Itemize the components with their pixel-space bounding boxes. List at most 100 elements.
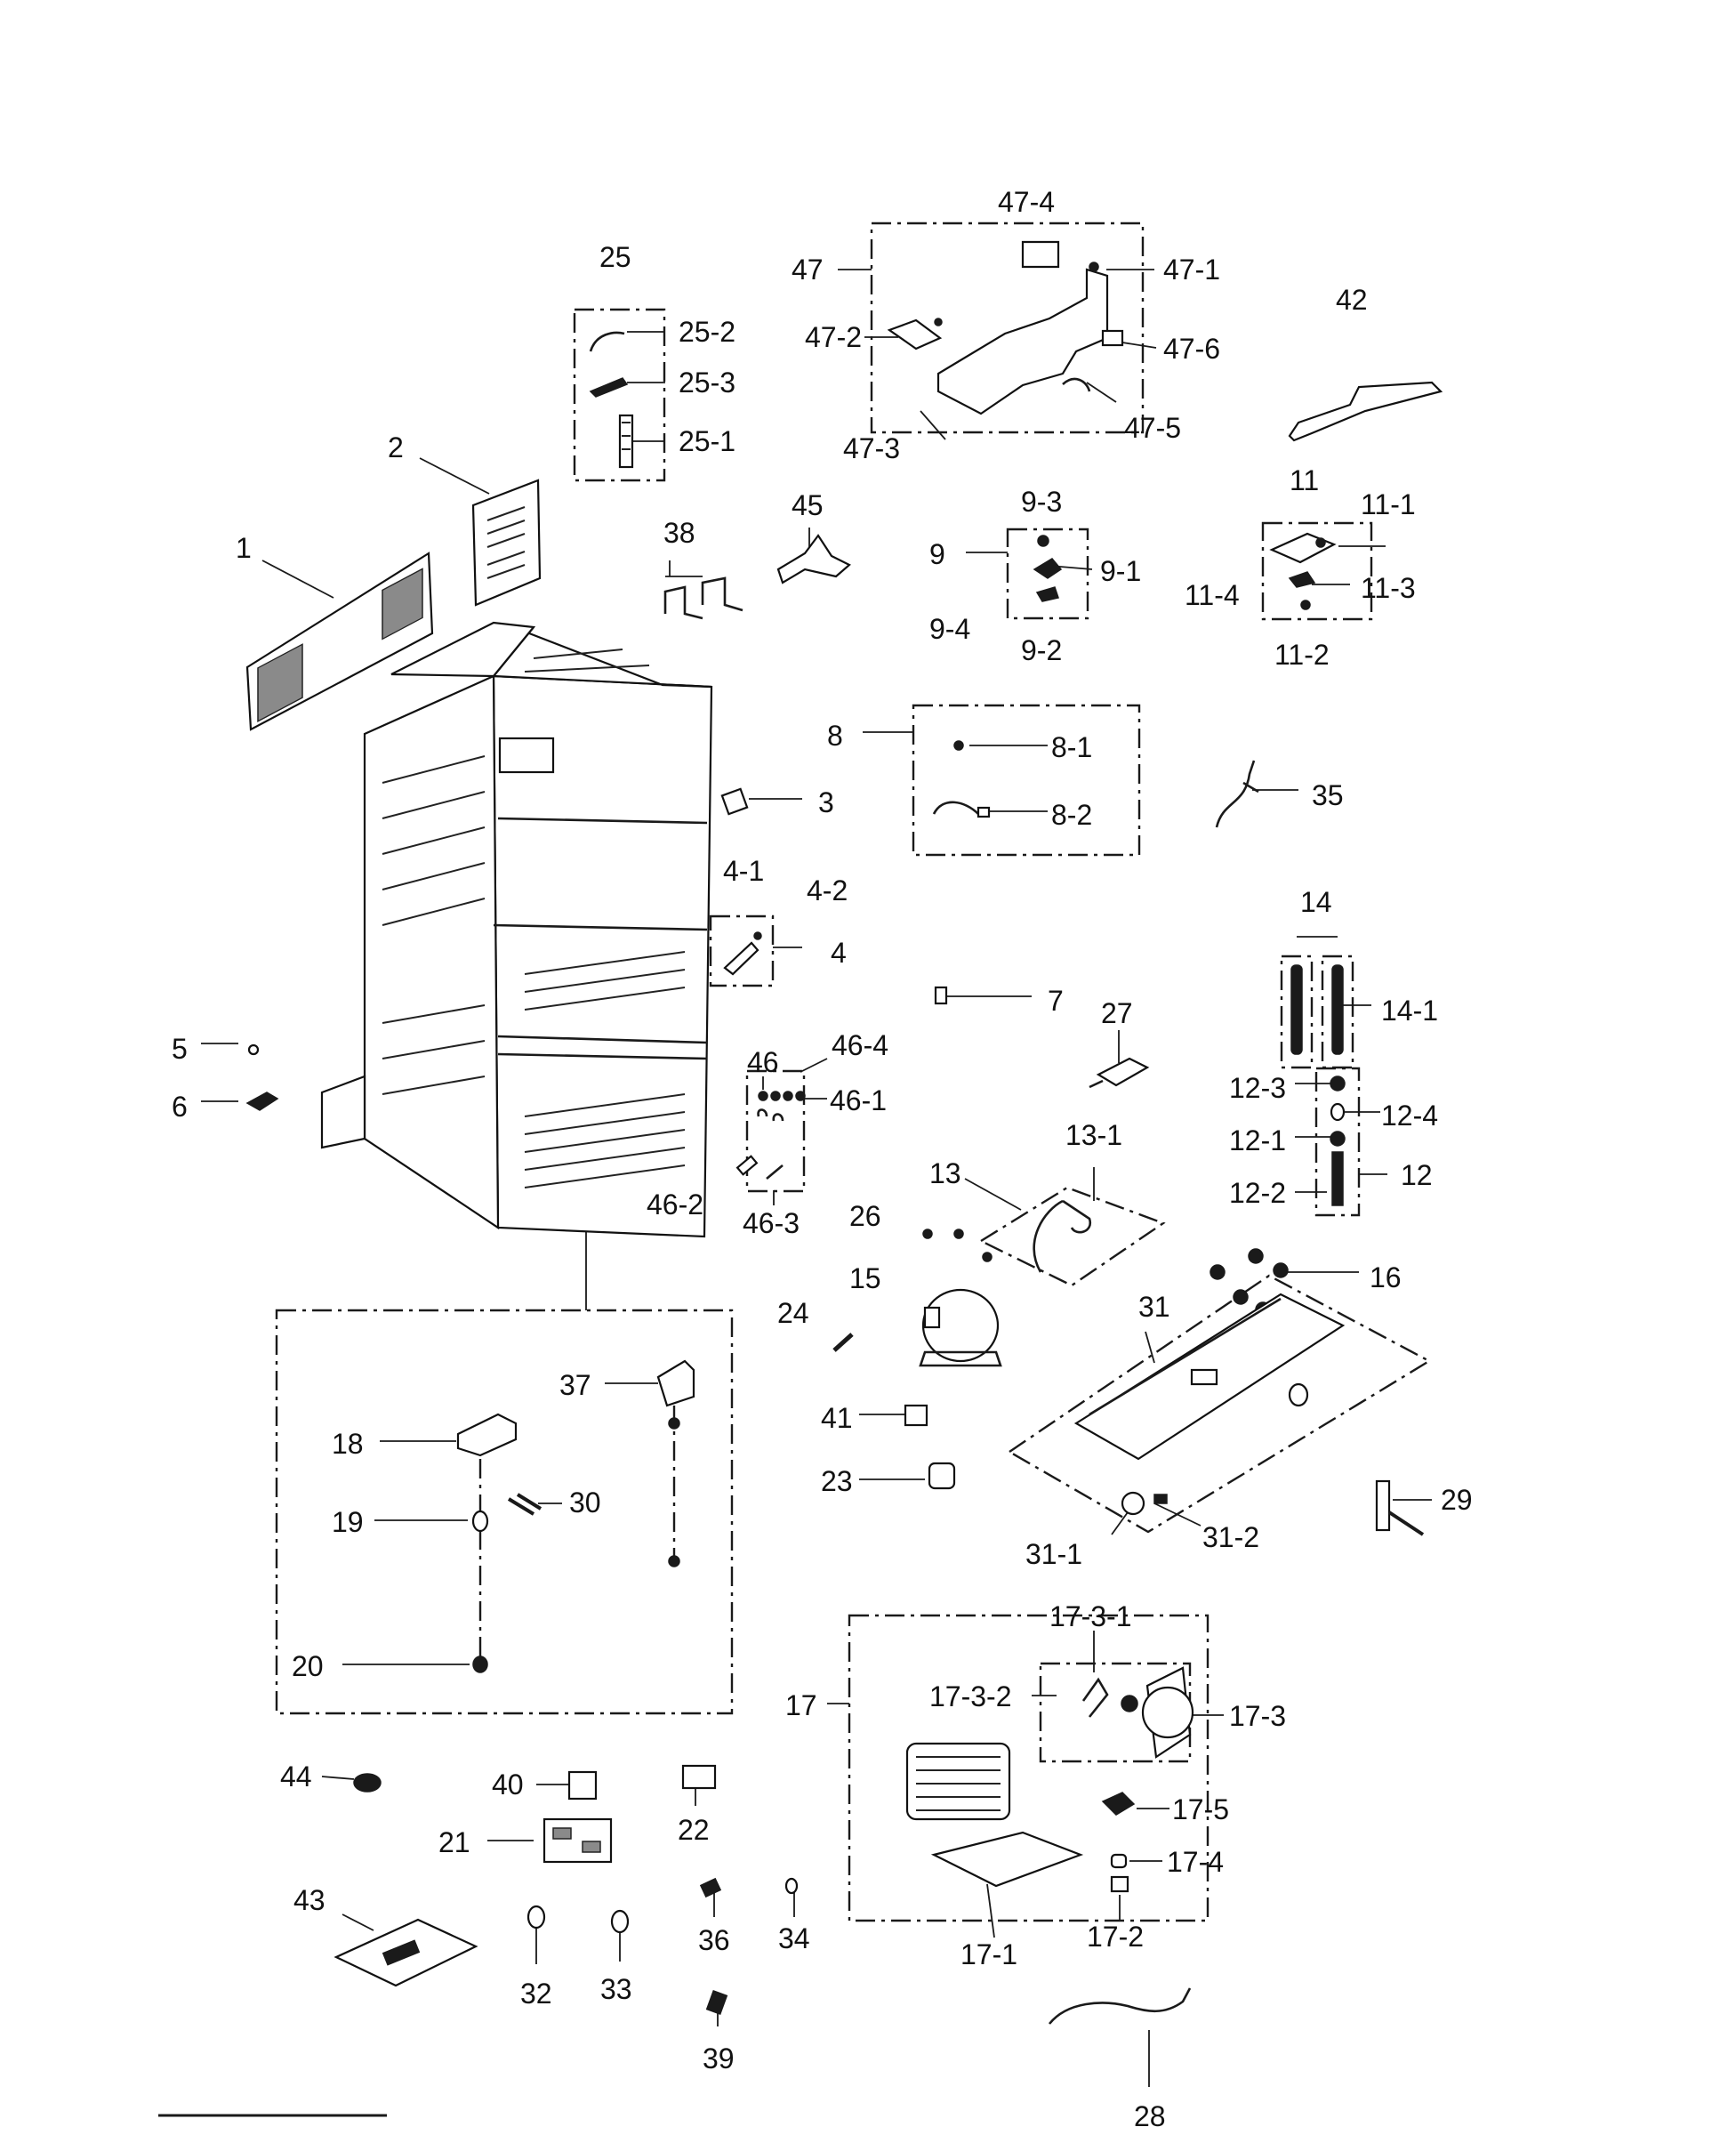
part-43 (334, 1918, 478, 1987)
callout-46-3: 46-3 (743, 1207, 800, 1239)
callout-8-2: 8-2 (1051, 799, 1092, 831)
callout-4: 4 (831, 937, 847, 969)
callout-15: 15 (849, 1262, 881, 1294)
callout-35: 35 (1312, 779, 1344, 811)
group-box-14b (1321, 955, 1354, 1069)
callout-11: 11 (1290, 464, 1319, 496)
leader-47-6 (1121, 342, 1157, 349)
part-19 (471, 1510, 489, 1533)
callout-39: 39 (703, 2042, 735, 2075)
callout-17-3-1: 17-3-1 (1049, 1600, 1132, 1632)
callout-14: 14 (1300, 886, 1332, 918)
group-box-25 (573, 308, 666, 482)
callout-17-2: 17-2 (1087, 1921, 1144, 1953)
part-20 (472, 1656, 488, 1673)
group-box-47 (870, 222, 1145, 434)
callout-4-1: 4-1 (723, 855, 764, 887)
leader-47-3 (920, 410, 946, 440)
group-box-13 (978, 1186, 1166, 1287)
part-39 (705, 1989, 728, 2016)
callout-46-1: 46-1 (830, 1084, 887, 1116)
parts (245, 240, 1443, 2025)
part-41 (904, 1404, 928, 1427)
callout-20: 20 (292, 1650, 324, 1682)
callout-22: 22 (678, 1814, 710, 1846)
group-box-9 (1006, 528, 1089, 620)
leader-31 (1145, 1331, 1155, 1364)
callout-44: 44 (280, 1760, 312, 1793)
callout-24: 24 (777, 1297, 809, 1329)
leader-46-4 (800, 1058, 828, 1073)
leader-lines (201, 269, 1432, 2087)
part-13 (1033, 1199, 1092, 1273)
part-8 (932, 740, 991, 818)
group-box-11 (1261, 521, 1373, 621)
callout-43: 43 (293, 1884, 326, 1916)
part-32 (526, 1905, 546, 1930)
callout-34: 34 (778, 1922, 810, 1954)
callout-29: 29 (1441, 1484, 1473, 1516)
callout-25-3: 25-3 (679, 367, 735, 399)
part-40 (567, 1770, 598, 1801)
callout-1: 1 (236, 532, 252, 564)
callout-47-5: 47-5 (1124, 412, 1181, 444)
callout-46: 46 (747, 1046, 779, 1078)
part-18 (456, 1413, 518, 1457)
callout-11-2: 11-2 (1274, 639, 1330, 671)
callout-47-4: 47-4 (998, 186, 1055, 218)
group-box-17-3 (1039, 1662, 1192, 1763)
callout-5: 5 (172, 1033, 188, 1065)
callout-17-4: 17-4 (1167, 1846, 1224, 1878)
callout-6: 6 (172, 1091, 188, 1123)
callout-27: 27 (1101, 997, 1133, 1029)
part-42 (1288, 381, 1443, 442)
leader-31-2 (1153, 1503, 1202, 1527)
callout-9-1: 9-1 (1100, 555, 1141, 587)
callout-30: 30 (569, 1486, 601, 1519)
callout-38: 38 (663, 517, 695, 549)
callout-9: 9 (929, 538, 945, 570)
part-25 (589, 331, 634, 469)
part-35 (1215, 760, 1259, 828)
group-box-46 (745, 1069, 806, 1193)
leader-43 (342, 1913, 374, 1931)
callout-17: 17 (785, 1689, 817, 1721)
part-24 (832, 1333, 854, 1352)
group-box-8 (912, 704, 1141, 857)
callout-47: 47 (792, 254, 824, 286)
group-boxes (275, 222, 1432, 1922)
callout-11-4: 11-4 (1185, 579, 1240, 611)
part-4 (723, 931, 762, 976)
part-31-1 (1121, 1491, 1145, 1516)
callout-25-1: 25-1 (679, 425, 735, 457)
callout-25: 25 (599, 241, 631, 273)
group-box-lower (275, 1309, 734, 1715)
leader-17-1 (986, 1883, 995, 1938)
part-38 (663, 576, 743, 620)
callout-17-5: 17-5 (1172, 1793, 1229, 1825)
part-12 (1330, 1076, 1346, 1206)
callout-47-1: 47-1 (1163, 254, 1220, 286)
callout-8: 8 (827, 720, 843, 752)
callout-3: 3 (818, 786, 834, 818)
group-box-4 (709, 914, 775, 987)
callout-12-1: 12-1 (1229, 1124, 1286, 1156)
part-9 (1033, 535, 1063, 602)
callout-13-1: 13-1 (1065, 1119, 1122, 1151)
callout-17-1: 17-1 (960, 1938, 1017, 1970)
callout-9-2: 9-2 (1021, 634, 1062, 666)
part-30 (507, 1493, 542, 1516)
callout-11-1: 11-1 (1361, 488, 1416, 520)
part-26 (922, 1229, 993, 1262)
callout-2: 2 (388, 431, 404, 463)
part-36 (699, 1877, 722, 1898)
group-box-14a (1280, 955, 1314, 1069)
callout-12-3: 12-3 (1229, 1072, 1286, 1104)
part-33 (610, 1909, 630, 1934)
leader-13 (964, 1178, 1022, 1211)
part-7 (934, 986, 948, 1005)
part-6 (245, 1092, 279, 1111)
callout-11-3: 11-3 (1361, 572, 1416, 604)
callout-18: 18 (332, 1428, 364, 1460)
callout-12-4: 12-4 (1381, 1100, 1438, 1132)
